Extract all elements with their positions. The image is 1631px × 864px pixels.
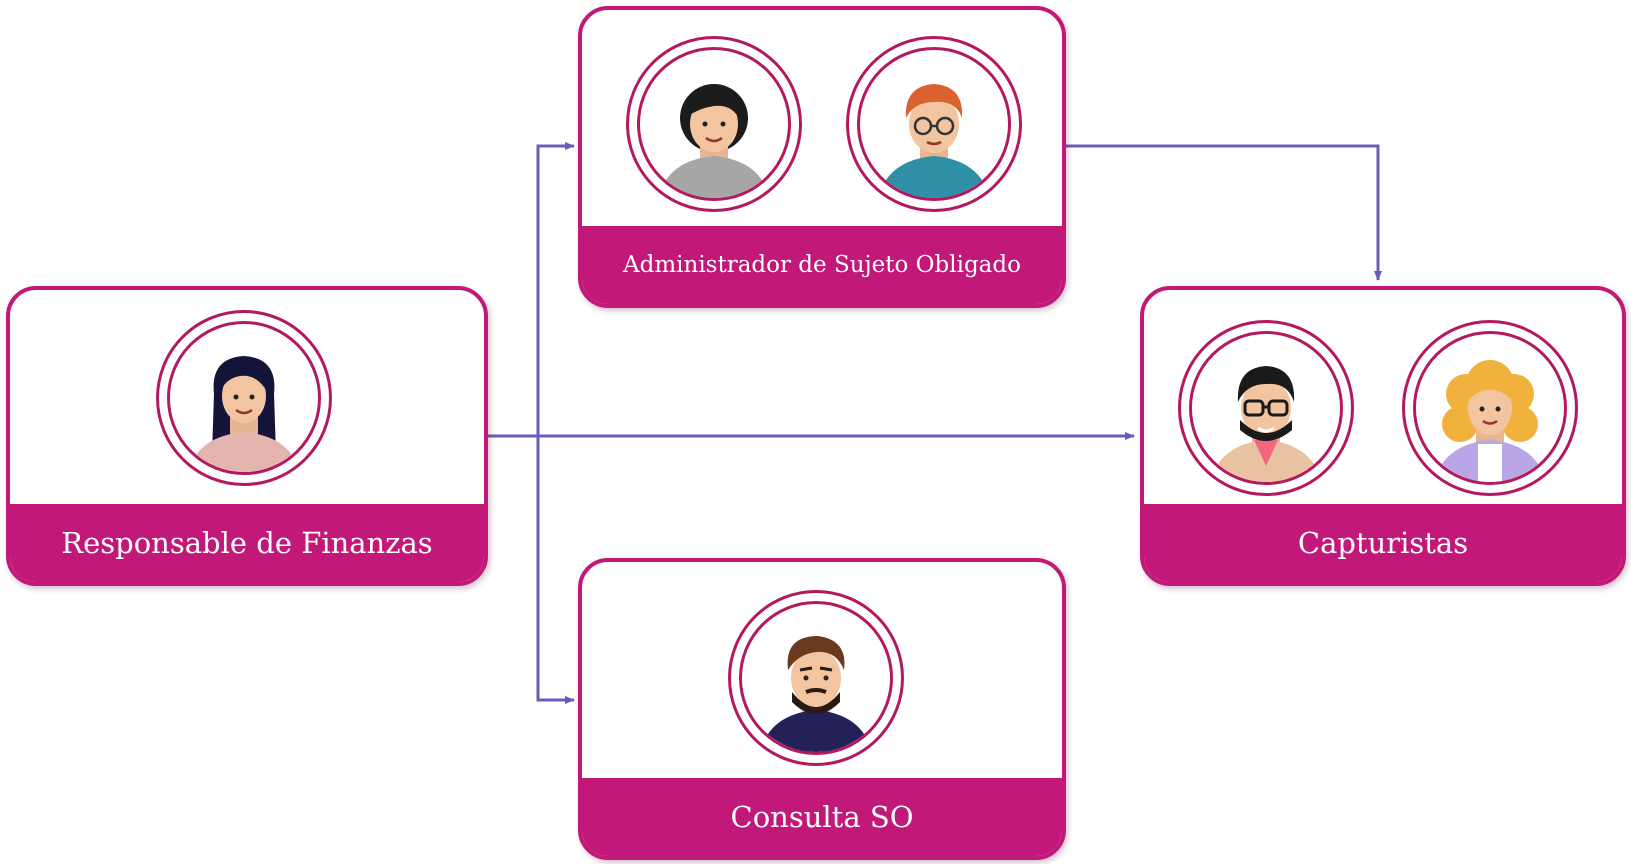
node-consulta: Consulta SO [578, 558, 1066, 860]
node-finanzas-label: Responsable de Finanzas [61, 526, 433, 560]
man-beard-icon [760, 636, 872, 752]
edge-finanzas-to-admin [488, 142, 575, 438]
node-admin: Administrador de Sujeto Obligado [578, 6, 1066, 308]
edge-admin-to-capturistas [1066, 144, 1382, 281]
avatar-consulta-1 [728, 590, 904, 766]
node-capturistas-label: Capturistas [1297, 526, 1469, 560]
woman-curly-blonde-hair-icon [1434, 360, 1546, 482]
avatar-admin-1 [626, 36, 802, 212]
node-finanzas: Responsable de Finanzas [6, 286, 488, 586]
node-consulta-label: Consulta SO [730, 800, 914, 834]
node-capturistas: Capturistas [1140, 286, 1626, 586]
avatar-capturistas-2 [1402, 320, 1578, 496]
woman-long-dark-hair-icon [188, 356, 300, 472]
node-admin-label: Administrador de Sujeto Obligado [623, 252, 1021, 278]
edge-finanzas-to-consulta [536, 436, 575, 704]
avatar-admin-2 [846, 36, 1022, 212]
avatar-finanzas-1 [156, 310, 332, 486]
woman-short-hair-icon [658, 84, 770, 198]
man-red-hair-glasses-icon [878, 84, 990, 198]
man-glasses-beard-icon [1210, 366, 1322, 482]
avatar-capturistas-1 [1178, 320, 1354, 496]
